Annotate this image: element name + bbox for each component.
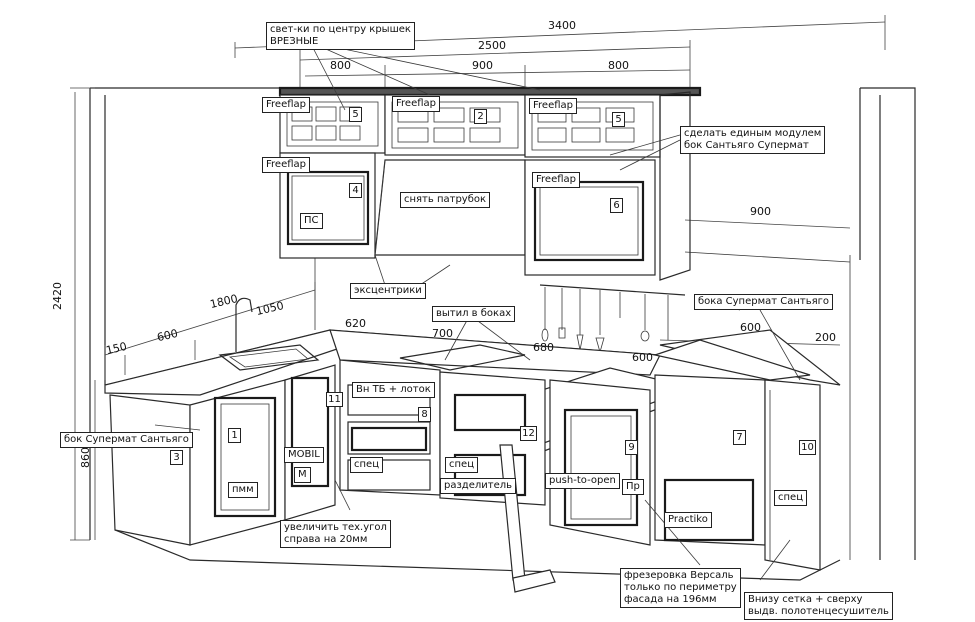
module-number-7: 7: [733, 430, 746, 445]
label-increase-corner: увеличить тех.угол справа на 20мм: [280, 520, 391, 548]
label-freeflap-2: Freeflap: [392, 96, 440, 112]
dim-upper-mid: 900: [472, 59, 493, 72]
base-cabinets: [109, 359, 841, 581]
label-pr: Пр: [622, 479, 644, 495]
module-number-5b: 5: [612, 112, 625, 127]
label-pmm: пмм: [228, 482, 258, 498]
module-number-4: 4: [349, 183, 362, 198]
label-spec-1: спец: [350, 457, 383, 473]
module-number-2: 2: [474, 109, 487, 124]
dim-upper-left: 800: [330, 59, 351, 72]
label-single-module: сделать единым модулем бок Сантьяго Супе…: [680, 126, 826, 154]
module-number-9: 9: [625, 440, 638, 455]
label-side-cut: вытил в боках: [432, 306, 516, 322]
utensil-rail: [539, 284, 686, 354]
module-number-6: 6: [610, 198, 623, 213]
label-milling: фрезеровка Версаль только по периметру ф…: [620, 568, 741, 608]
dim-upper-right: 800: [608, 59, 629, 72]
dim-shelf-right: 900: [750, 205, 771, 218]
label-spec-3: спец: [774, 490, 807, 506]
label-practiko: Practiko: [664, 512, 712, 528]
label-divider: разделитель: [440, 478, 517, 494]
label-vn-tb: Вн ТБ + лоток: [352, 382, 435, 398]
module-number-5a: 5: [349, 107, 362, 122]
dim-height: 2420: [51, 282, 64, 310]
module-number-10: 10: [799, 440, 816, 455]
dim-200: 200: [815, 331, 836, 344]
sink-hob: [218, 297, 526, 371]
label-freeflap-3: Freeflap: [529, 98, 577, 114]
label-remove-pipe: снять патрубок: [400, 192, 491, 208]
label-side-supermat-left: бок Супермат Сантьяго: [60, 432, 193, 448]
dim-total-width: 3400: [548, 19, 576, 32]
label-m: М: [294, 467, 311, 483]
dim-base-height: 860: [79, 447, 92, 468]
dim-upper-total: 2500: [478, 39, 506, 52]
module-number-3: 3: [170, 450, 183, 465]
dim-700: 700: [432, 327, 453, 340]
label-freeflap-4: Freeflap: [262, 157, 310, 173]
module-number-8: 8: [418, 407, 431, 422]
module-number-1: 1: [228, 428, 241, 443]
label-freeflap-5: Freeflap: [532, 172, 580, 188]
module-number-12: 12: [520, 426, 537, 441]
label-eccentrics: эксцентрики: [350, 283, 426, 299]
upper-cabinets: [278, 86, 702, 281]
label-spec-2: спец: [445, 457, 478, 473]
label-sides-supermat: бока Супермат Сантьяго: [694, 294, 834, 310]
label-mobil: MOBIL: [284, 447, 324, 463]
label-bottom-rail: Внизу сетка + сверху выдв. полотенцесуши…: [744, 592, 893, 620]
dim-620: 620: [345, 317, 366, 330]
dim-600-mid: 600: [632, 351, 653, 364]
label-push-to-open: push-to-open: [545, 473, 620, 489]
module-number-11: 11: [326, 392, 343, 407]
dim-680: 680: [533, 341, 554, 354]
dim-600-right: 600: [740, 321, 761, 334]
label-lights: свет-ки по центру крышек ВРЕЗНЫЕ: [266, 22, 415, 50]
label-freeflap-1: Freeflap: [262, 97, 310, 113]
label-ps: ПС: [300, 213, 323, 229]
